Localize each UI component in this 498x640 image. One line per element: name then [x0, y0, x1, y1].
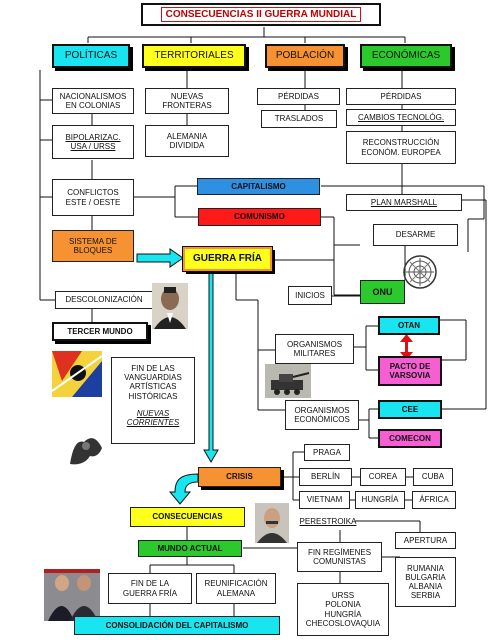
consecuencias: CONSECUENCIAS	[130, 507, 245, 527]
abstract-artwork-image	[52, 351, 102, 397]
reunificacion-alemana: REUNIFICACIÓN ALEMANA	[196, 573, 276, 604]
crisis: CRISIS	[198, 467, 281, 487]
un-emblem-icon	[403, 255, 437, 289]
urss-polonia-hungria-checoslovaquia: URSS POLONIA HUNGRÍA CHECOSLOVAQUIA	[297, 583, 389, 636]
crisis-vietnam: VIETNAM	[299, 491, 350, 509]
reconstruccion-europea: RECONSTRUCCIÓN ECONÓM. EUROPEA	[346, 131, 456, 164]
cee: CEE	[378, 400, 442, 419]
bipolarizacion: BIPOLARIZAC. USA / URSS	[52, 125, 134, 159]
fin-regimenes-comunistas: FIN REGÍMENES COMUNISTAS	[297, 542, 382, 572]
sculpture-image	[64, 428, 108, 470]
poblacion-perdidas: PÉRDIDAS	[257, 88, 340, 105]
category-economicas: ECONÓMICAS	[360, 44, 452, 68]
vanguardias-box: FIN DE LAS VANGUARDIAS ARTÍSTICAS HISTÓR…	[111, 357, 195, 444]
nuevas-corrientes-text: NUEVAS CORRIENTES	[126, 408, 180, 427]
capitalismo: CAPITALISMO	[197, 178, 320, 195]
traslados: TRASLADOS	[261, 110, 337, 128]
rumania-bulgaria-albania-serbia: RUMANIA BULGARIA ALBANIA SERBIA	[395, 557, 456, 607]
crisis-corea: COREA	[360, 468, 406, 486]
alemania-dividida: ALEMANIA DIVIDIDA	[145, 125, 229, 157]
nuevas-fronteras: NUEVAS FRONTERAS	[145, 88, 229, 114]
crisis-praga: PRAGA	[304, 444, 350, 461]
category-politicas: POLÍTICAS	[52, 44, 130, 68]
cambios-tecnologicos: CAMBIOS TECNOLÓG.	[346, 109, 456, 126]
descolonizacion: DESCOLONIZACIÓN	[55, 291, 153, 309]
category-territoriales: TERRITORIALES	[142, 44, 246, 68]
category-poblacion: POBLACIÓN	[265, 44, 345, 68]
comecon: COMECON	[378, 429, 442, 448]
crisis-berlin: BERLÍN	[299, 468, 352, 486]
perestroika: PERESTROIKA	[300, 514, 356, 530]
comunismo: COMUNISMO	[198, 208, 321, 226]
consolidacion-del-capitalismo: CONSOLIDACIÓN DEL CAPITALISMO	[74, 616, 280, 635]
economicas-perdidas: PÉRDIDAS	[346, 88, 456, 105]
inicios: INICIOS	[288, 286, 332, 305]
tank-photo	[265, 364, 311, 398]
page-title: CONSECUENCIAS II GUERRA MUNDIAL	[141, 3, 381, 26]
onu: ONU	[360, 280, 405, 304]
tercer-mundo: TERCER MUNDO	[52, 322, 148, 341]
conflictos-este-oeste: CONFLICTOS ESTE / OESTE	[52, 179, 134, 216]
page-title-text: CONSECUENCIAS II GUERRA MUNDIAL	[160, 6, 362, 23]
mundo-actual: MUNDO ACTUAL	[138, 540, 242, 557]
organismos-economicos: ORGANISMOS ECONÓMICOS	[285, 400, 359, 430]
leaders-meeting-photo	[44, 569, 100, 621]
pacto-de-varsovia: PACTO DE VARSOVIA	[378, 356, 442, 386]
crisis-cuba: CUBA	[413, 468, 453, 486]
apertura: APERTURA	[395, 532, 456, 549]
leader-portrait-photo	[152, 283, 188, 329]
organismos-militares: ORGANISMOS MILITARES	[275, 334, 354, 364]
sistema-de-bloques: SISTEMA DE BLOQUES	[52, 230, 134, 262]
vanguardias-text: FIN DE LAS VANGUARDIAS ARTÍSTICAS HISTÓR…	[124, 364, 182, 401]
crisis-hungria: HUNGRÍA	[355, 491, 405, 509]
crisis-africa: ÁFRICA	[412, 491, 456, 509]
plan-marshall: PLAN MARSHALL	[346, 194, 462, 211]
fin-de-la-guerra-fria: FIN DE LA GUERRA FRÍA	[108, 573, 192, 604]
guerra-fria: GUERRA FRÍA	[182, 246, 273, 272]
otan: OTAN	[378, 316, 440, 335]
gorbachev-portrait-photo	[255, 503, 289, 543]
desarme: DESARME	[373, 224, 458, 246]
nacionalismos-en-colonias: NACIONALISMOS EN COLONIAS	[52, 88, 134, 114]
